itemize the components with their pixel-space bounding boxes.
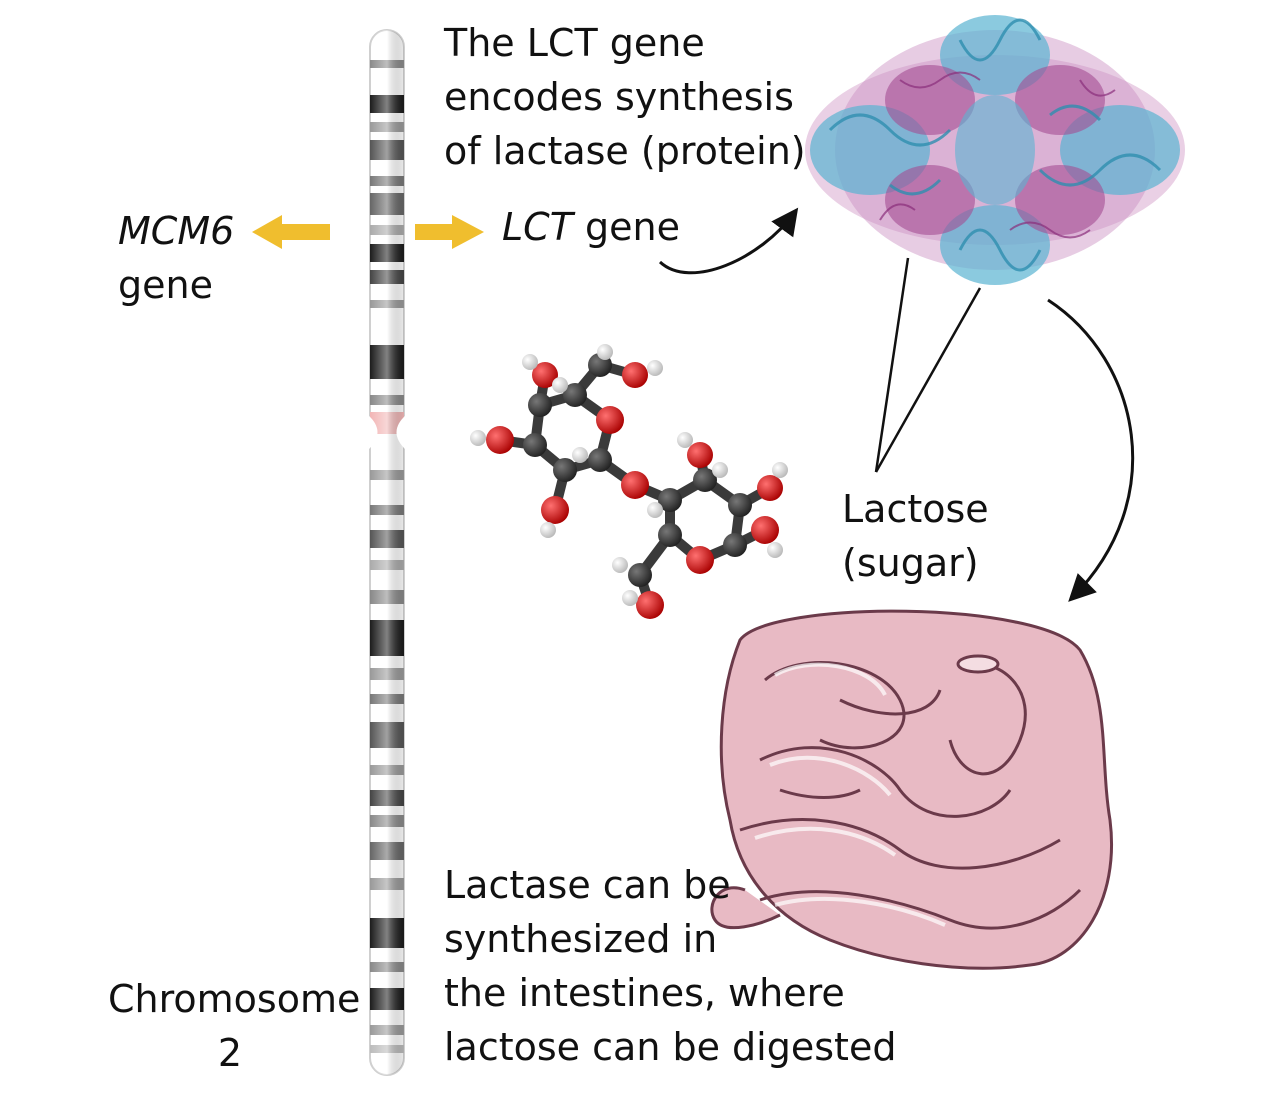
lactose-line-1: Lactose [842,487,989,531]
lactose-molecule [470,344,788,619]
mcm6-gene-label: MCM6 gene [118,204,234,312]
mcm6-gene-word: gene [118,263,213,307]
chromosome-line-2: 2 [217,1031,243,1075]
mcm6-direction-arrow [252,215,330,249]
lct-gene-word: gene [572,205,680,249]
lactase-digest-line-4: lactose can be digested [444,1025,897,1069]
lct-encodes-line-2: encodes synthesis [444,75,794,119]
lct-gene-label: LCT gene [502,200,680,254]
gene-to-protein-arrow [658,207,799,275]
lct-name: LCT [502,205,573,249]
lactase-digest-line-1: Lactase can be [444,863,731,907]
mcm6-name: MCM6 [118,209,235,253]
lct-encodes-text: The LCT gene encodes synthesis of lactas… [444,16,806,178]
lct-encodes-line-3: of lactase (protein) [444,129,806,173]
lactase-digest-line-2: synthesized in [444,917,718,961]
lactase-digest-text: Lactase can be synthesized in the intest… [444,858,896,1074]
chromosome-label: Chromosome 2 [108,972,361,1080]
small-intestine-illustration [710,609,1113,970]
lactase-protein-structure [805,15,1185,285]
lct-encodes-line-1: The LCT gene [444,21,705,65]
lactose-line-2: (sugar) [842,541,979,585]
protein-to-intestine-arrow [1047,298,1135,602]
protein-binding-lines [874,257,982,473]
chromosome-line-1: Chromosome [108,977,361,1021]
chromosome-ideogram [366,29,408,1076]
lct-direction-arrow [415,215,484,249]
lactose-label: Lactose (sugar) [842,482,989,590]
lactase-digest-line-3: the intestines, where [444,971,845,1015]
